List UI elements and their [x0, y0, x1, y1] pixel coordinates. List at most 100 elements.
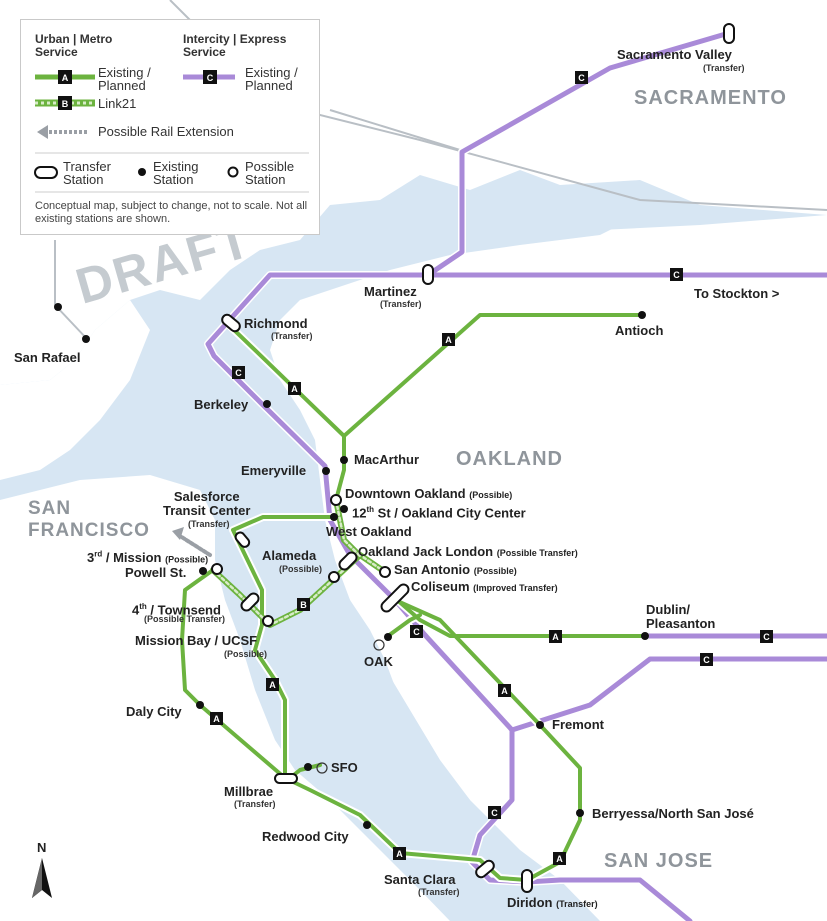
- region-san-jose: SAN JOSE: [604, 850, 714, 872]
- note-millbrae: (Transfer): [234, 799, 276, 809]
- svg-text:A: A: [556, 854, 563, 864]
- station-antioch[interactable]: [638, 311, 646, 319]
- label-west-oakland: West Oakland: [326, 524, 412, 539]
- svg-text:B: B: [300, 600, 307, 610]
- station-richmond[interactable]: [220, 313, 242, 334]
- svg-text:C: C: [235, 368, 242, 378]
- label-daly-city: Daly City: [126, 704, 182, 719]
- station-oak[interactable]: [384, 633, 392, 641]
- svg-text:C: C: [491, 808, 498, 818]
- note-alameda: (Possible): [279, 564, 323, 574]
- badge-a-dublin: A: [549, 630, 562, 643]
- station-san-rafael[interactable]: [54, 303, 62, 311]
- svg-text:C: C: [763, 632, 770, 642]
- label-berryessa: Berryessa/North San José: [592, 806, 754, 821]
- station-redwood-city[interactable]: [363, 821, 371, 829]
- label-alameda: Alameda: [262, 548, 317, 563]
- badge-a-fremont: A: [498, 684, 511, 697]
- label-fourth-townsend: 4th / Townsend: [132, 602, 221, 618]
- note-salesforce: (Transfer): [188, 519, 230, 529]
- region-sacramento: SACRAMENTO: [634, 87, 787, 109]
- note-coliseum: (Improved Transfer): [473, 583, 558, 593]
- bay-water: [215, 520, 470, 800]
- svg-text:C: C: [578, 73, 585, 83]
- legend-existing-planned-c: Existing / Planned: [245, 65, 298, 93]
- label-oak: OAK: [364, 654, 393, 669]
- station-mission-bay[interactable]: [262, 615, 274, 627]
- label-macarthur: MacArthur: [354, 452, 420, 467]
- label-emeryville: Emeryville: [241, 463, 307, 478]
- badge-c-richmond: C: [232, 366, 245, 379]
- label-redwood-city: Redwood City: [262, 829, 349, 844]
- note-diridon: (Transfer): [556, 899, 598, 909]
- legend-badge-b: B: [62, 99, 69, 109]
- station-downtown-oakland[interactable]: [330, 494, 342, 506]
- label-richmond: Richmond: [244, 316, 308, 331]
- note-richmond: (Transfer): [271, 331, 313, 341]
- label-santa-clara: Santa Clara: [384, 872, 456, 887]
- badge-c-dublin: C: [760, 630, 773, 643]
- note-martinez: (Transfer): [380, 299, 422, 309]
- road-east: [329, 109, 461, 151]
- station-salesforce[interactable]: [234, 531, 251, 549]
- station-coliseum[interactable]: [379, 582, 410, 613]
- station-san-antonio[interactable]: [379, 566, 391, 578]
- label-oakland-jack-london: Oakland Jack London (Possible Transfer): [358, 544, 578, 559]
- stations: [54, 23, 735, 893]
- station-diridon[interactable]: [521, 869, 533, 893]
- airport-sfo-icon: [316, 762, 328, 774]
- note-sacramento-valley: (Transfer): [703, 63, 745, 73]
- svg-text:A: A: [552, 632, 559, 642]
- station-west-oakland[interactable]: [330, 513, 338, 521]
- label-millbrae: Millbrae: [224, 784, 274, 799]
- station-sacramento-valley[interactable]: [723, 23, 735, 44]
- station-twelfth-st[interactable]: [340, 505, 348, 513]
- station-fremont[interactable]: [536, 721, 544, 729]
- station-millbrae[interactable]: [274, 773, 298, 784]
- note-santa-clara: (Transfer): [418, 887, 460, 897]
- region-san-francisco: SAN FRANCISCO: [28, 498, 150, 541]
- station-martinez[interactable]: [422, 264, 434, 285]
- station-san-rafael-2[interactable]: [82, 335, 90, 343]
- station-oakland-jack-london[interactable]: [337, 550, 358, 571]
- station-fourth-townsend[interactable]: [239, 591, 260, 612]
- label-antioch: Antioch: [615, 323, 664, 338]
- label-san-rafael: San Rafael: [14, 350, 81, 365]
- line-a-dublin: [393, 596, 647, 638]
- note-third-mission: (Possible): [165, 554, 209, 565]
- legend-link21: Link21: [98, 96, 137, 111]
- note-oakland-jack-london: (Possible Transfer): [496, 548, 578, 558]
- station-sfo[interactable]: [304, 763, 312, 771]
- badge-c-santa-clara: C: [488, 806, 501, 819]
- peninsula-land: [0, 475, 450, 921]
- legend-existing-planned-a: Existing / Planned: [98, 65, 151, 93]
- label-to-stockton: To Stockton >: [694, 286, 780, 301]
- line-a-oak: [386, 613, 422, 638]
- svg-text:A: A: [396, 849, 403, 859]
- label-sacramento-valley: Sacramento Valley: [617, 47, 732, 62]
- station-dublin[interactable]: [641, 632, 649, 640]
- station-santa-clara[interactable]: [474, 859, 496, 880]
- station-emeryville[interactable]: [322, 467, 330, 475]
- badge-a-antioch: A: [442, 333, 455, 346]
- station-daly-city[interactable]: [196, 701, 204, 709]
- marin-land: [0, 300, 150, 480]
- station-third-mission[interactable]: [211, 563, 223, 575]
- label-san-antonio: San Antonio (Possible): [394, 562, 517, 577]
- label-fremont: Fremont: [552, 717, 604, 732]
- station-macarthur[interactable]: [340, 456, 348, 464]
- line-a-main: [231, 515, 582, 882]
- legend-possible: Possible Station: [245, 159, 295, 187]
- station-berryessa[interactable]: [576, 809, 584, 817]
- legend-badge-a: A: [62, 73, 69, 83]
- region-oakland: OAKLAND: [456, 448, 563, 470]
- svg-text:A: A: [269, 680, 276, 690]
- station-alameda[interactable]: [328, 571, 340, 583]
- svg-text:C: C: [413, 627, 420, 637]
- legend-existing: Existing Station: [153, 159, 199, 187]
- line-b-downtown: [334, 498, 362, 558]
- station-berkeley[interactable]: [263, 400, 271, 408]
- airport-oak-icon: [373, 639, 385, 651]
- station-powell[interactable]: [199, 567, 207, 575]
